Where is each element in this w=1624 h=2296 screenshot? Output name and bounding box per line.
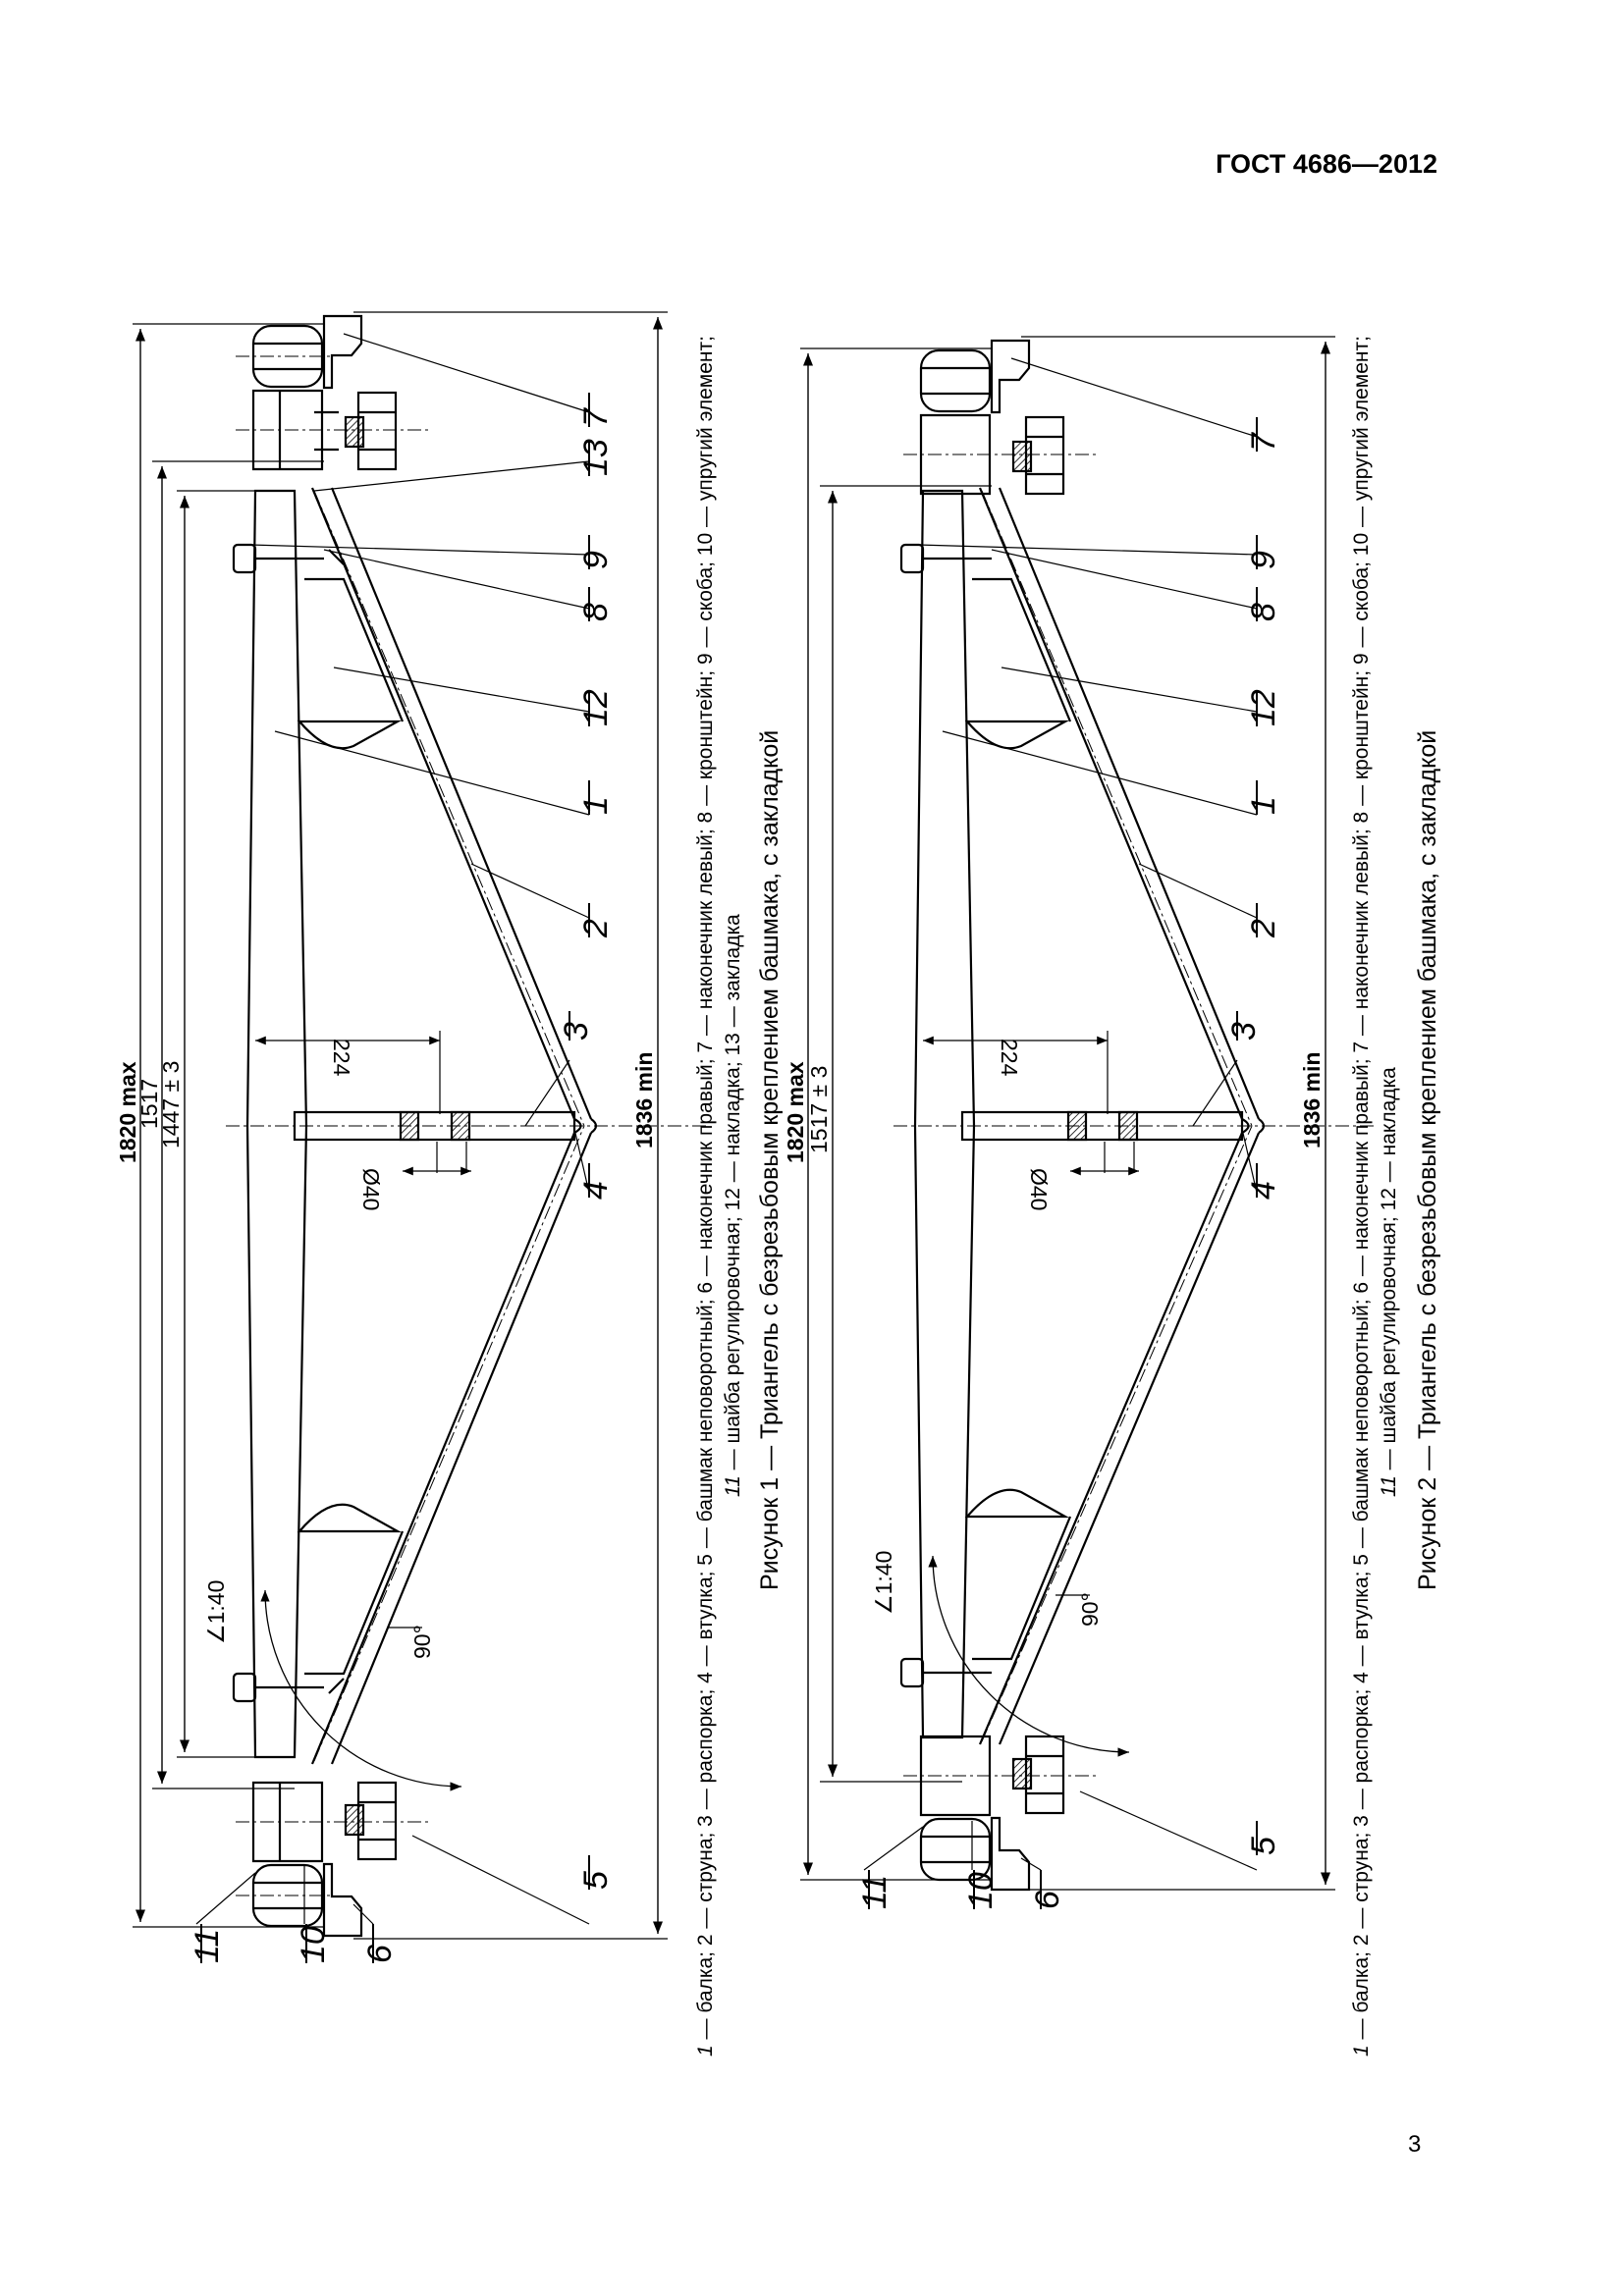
callout-3: 3	[558, 1022, 595, 1041]
figure-1-dimensions: 1820 max 1517 1447 ± 3 1836 min 224 Ø40 …	[115, 1039, 657, 1659]
dim-224-text: 224	[997, 1039, 1022, 1077]
figure-1-callouts: 11 10 6 5 4 3 2 1 12 8 9 13 7	[189, 407, 615, 1963]
callout-10: 10	[962, 1872, 1000, 1909]
beam-2	[913, 489, 976, 1739]
callout-11: 11	[189, 1929, 226, 1963]
dim-224-text: 224	[329, 1039, 354, 1077]
callout-5: 5	[1245, 1837, 1282, 1855]
dim-angle-text: 90°	[1077, 1592, 1103, 1627]
callout-11: 11	[856, 1875, 893, 1909]
dim-1447-text: 1447 ± 3	[158, 1061, 184, 1148]
callout-6: 6	[361, 1945, 399, 1963]
callout-8: 8	[1245, 603, 1282, 621]
page-number: 3	[1408, 2131, 1422, 2158]
figure-2-drawing	[800, 336, 1375, 1909]
dim-overall-text: 1820 max	[115, 1061, 140, 1163]
callout-4: 4	[577, 1181, 615, 1200]
callout-7: 7	[577, 407, 615, 427]
figure-1-drawing	[133, 311, 707, 1963]
callout-6: 6	[1029, 1891, 1066, 1909]
figure-2-dimensions: 1820 max 1517 ± 3 1836 min 224 Ø40 ∠1:40…	[783, 1039, 1325, 1627]
callout-1: 1	[1245, 796, 1282, 815]
callout-10: 10	[295, 1926, 332, 1963]
dim-1517-text: 1517	[136, 1079, 162, 1129]
callout-2: 2	[577, 919, 615, 938]
dim-1517-text: 1517 ± 3	[806, 1066, 832, 1153]
callout-5: 5	[577, 1871, 615, 1890]
dim-overall-text: 1820 max	[783, 1061, 808, 1163]
callout-8: 8	[577, 603, 615, 621]
document-id: ГОСТ 4686—2012	[1216, 149, 1437, 179]
callout-9: 9	[577, 551, 615, 569]
callout-9: 9	[1245, 551, 1282, 569]
callout-12: 12	[1245, 689, 1282, 726]
callout-13: 13	[577, 439, 615, 476]
strut-1	[293, 1110, 576, 1142]
callout-1: 1	[577, 796, 615, 815]
dim-dia-text: Ø40	[358, 1168, 384, 1210]
dim-min-text: 1836 min	[1299, 1052, 1325, 1148]
callout-3: 3	[1225, 1022, 1263, 1041]
dim-slope-text: ∠1:40	[203, 1580, 229, 1644]
string-1-lower	[310, 1132, 593, 1765]
dim-slope-text: ∠1:40	[871, 1551, 896, 1615]
callout-2: 2	[1245, 919, 1282, 938]
callout-7: 7	[1245, 432, 1282, 452]
callout-12: 12	[577, 689, 615, 726]
dim-min-text: 1836 min	[631, 1052, 657, 1148]
beam-1	[245, 489, 308, 1759]
callout-4: 4	[1245, 1181, 1282, 1200]
dim-angle-text: 90°	[409, 1625, 435, 1659]
dim-dia-text: Ø40	[1026, 1168, 1052, 1210]
string-1-upper	[310, 487, 593, 1120]
figure-2-callouts: 11 10 6 5 4 3 2 1 12 8 9 7	[856, 432, 1282, 1909]
